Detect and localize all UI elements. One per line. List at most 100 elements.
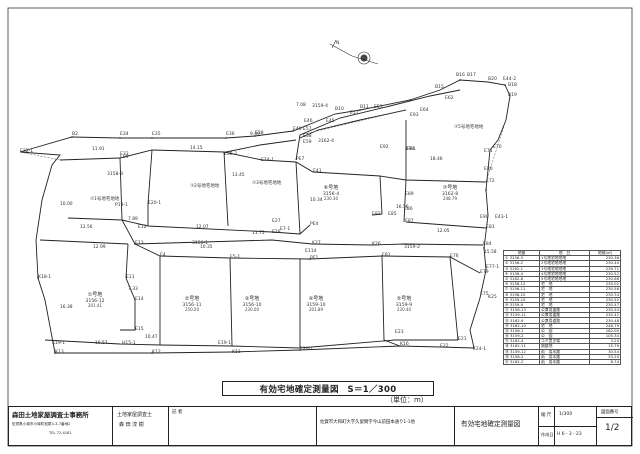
survey-point-label: B19 — [508, 92, 517, 98]
lot-name: ②号地 — [185, 295, 199, 302]
survey-point-label: E74-1 — [261, 157, 274, 163]
survey-point-label: E79 — [480, 269, 489, 275]
survey-point-label: E33 — [120, 151, 129, 157]
survey-point-label: E20-1 — [148, 200, 161, 206]
tie-lines — [19, 109, 507, 183]
survey-point-label: E34 — [120, 131, 129, 137]
company-cell: 森田土地家屋調査士事務所 佐賀県小城市小城町松尾3-3-7番地2 TEL 72-… — [9, 407, 113, 445]
survey-point-label: P19-1 — [115, 202, 128, 208]
survey-point-label: K13 — [55, 349, 64, 355]
seal-cell: 記 者 — [169, 407, 317, 445]
parcel-label: 3159-2 — [404, 244, 420, 250]
survey-point-label: B11 — [360, 104, 369, 110]
north-label: N — [336, 40, 339, 46]
parcel-label: 3162-4 — [318, 138, 334, 144]
survey-point-label: E84 — [483, 241, 492, 247]
survey-point-label: E81 — [382, 252, 391, 258]
lot-name: ⑤号地 — [397, 295, 411, 302]
survey-point-label: E14 — [135, 296, 144, 302]
survey-point-label: E19-1 — [218, 340, 231, 346]
segment-length-label: 7.33 — [128, 286, 138, 292]
survey-point-label: E15 — [135, 326, 144, 332]
parcel-label: 3158-3 — [107, 171, 123, 177]
survey-point-label: E32-1 — [20, 148, 33, 154]
survey-point-label: E36-2 — [224, 151, 237, 157]
survey-point-label: B18 — [508, 82, 517, 88]
lot-number: 3159-10 — [306, 302, 325, 308]
lot-name: ⑥号地 — [324, 184, 338, 191]
lot-area: 248.79 — [443, 196, 457, 201]
title-block: 森田土地家屋調査士事務所 佐賀県小城市小城町松尾3-3-7番地2 TEL 72-… — [8, 406, 633, 446]
segment-length-label: 10.34 — [310, 197, 323, 203]
survey-point-label: B15 — [435, 84, 444, 90]
survey-point-label: E41 — [313, 168, 322, 174]
survey-point-label: PE7 — [296, 156, 305, 162]
lot-number: 3156-10 — [242, 302, 261, 308]
survey-point-label: H15-1 — [122, 340, 136, 346]
parcel-label: ⑦5号地宅地地 — [454, 123, 484, 130]
survey-point-label: E13 — [135, 240, 144, 246]
survey-point-label: B10 — [335, 106, 344, 112]
survey-point-label: E85 — [388, 211, 397, 217]
survey-point-label: E94 — [406, 146, 415, 152]
survey-point-label: E44-2 — [503, 76, 516, 82]
survey-point-label: E76 — [450, 253, 459, 259]
survey-point-label: E28 — [272, 229, 281, 235]
docname-cell: 有効宅地確定測量図 — [455, 407, 539, 445]
surveyor-role: 土地家屋調査士 — [117, 412, 153, 418]
survey-point-label: E61 — [407, 146, 416, 152]
survey-point-label: K11 — [232, 349, 241, 355]
survey-point-label: K19-1 — [52, 340, 65, 346]
segment-length-label: 13.45 — [232, 172, 245, 178]
survey-point-label: K18-1 — [38, 274, 51, 280]
survey-point-label: E58 — [303, 133, 312, 139]
survey-point-label: B2 — [72, 131, 78, 137]
scale-label: 縮 尺 — [541, 413, 552, 418]
lot-number: 3159-9 — [396, 302, 412, 308]
survey-point-label: E22 — [440, 343, 449, 349]
survey-point-label: E114 — [305, 248, 317, 254]
survey-point-label: E82 — [372, 211, 381, 217]
segment-length-label: 12.56 — [80, 224, 93, 230]
survey-point-label: B17 — [467, 72, 476, 78]
survey-point-label: E27 — [272, 218, 281, 224]
survey-point-label: E92 — [380, 144, 389, 150]
north-arrow-icon — [329, 39, 379, 65]
seal-label: 記 者 — [172, 410, 183, 415]
survey-point-label: E43-1 — [495, 214, 508, 220]
survey-point-label: E12 — [138, 224, 147, 230]
area-table-header: 地番 地 目 地積(㎡) — [503, 249, 621, 257]
segment-length-label: 14.15 — [190, 145, 203, 151]
survey-point-markers — [37, 79, 506, 354]
lot-number: 3156-12 — [85, 298, 104, 304]
parcel-label: ⑦1号地宅地地 — [90, 195, 120, 202]
lot-area: 230.00 — [245, 307, 259, 312]
survey-point-label: E64 — [420, 107, 429, 113]
sheet-number-label: 図面番号 — [601, 410, 619, 415]
segment-length-label: 16.56 — [396, 204, 409, 210]
date-label: 作成日 — [541, 432, 554, 437]
survey-point-label: E23 — [395, 329, 404, 335]
lot-number: 3156-4 — [323, 191, 339, 197]
survey-point-label: E80 — [484, 166, 493, 172]
survey-point-label: E99 — [120, 154, 129, 160]
segment-length-label: 16.38 — [60, 304, 73, 310]
survey-point-label: E51 — [350, 110, 359, 116]
survey-point-label: E38 — [255, 130, 264, 136]
survey-point-label: E20-1 — [300, 346, 313, 352]
lot-area: 230.30 — [324, 196, 338, 201]
segment-length-label: 16.57 — [95, 340, 108, 346]
segment-length-label: 10.00 — [60, 201, 73, 207]
survey-point-label: E86 — [404, 206, 413, 212]
location-text: 佐賀市大和町大字久留間字今山前田本通り1-1他 — [320, 420, 415, 425]
area-value-cell: 8.74 — [589, 358, 621, 366]
segment-length-label: 18.46 — [430, 156, 443, 162]
sheet-number-cell: 図面番号 1/2 — [597, 407, 633, 445]
drawing-title: 有効宅地確定測量図 S＝1／300 — [222, 381, 434, 396]
lot-number: 3162-8 — [442, 191, 458, 197]
survey-point-label: K25 — [488, 294, 497, 300]
